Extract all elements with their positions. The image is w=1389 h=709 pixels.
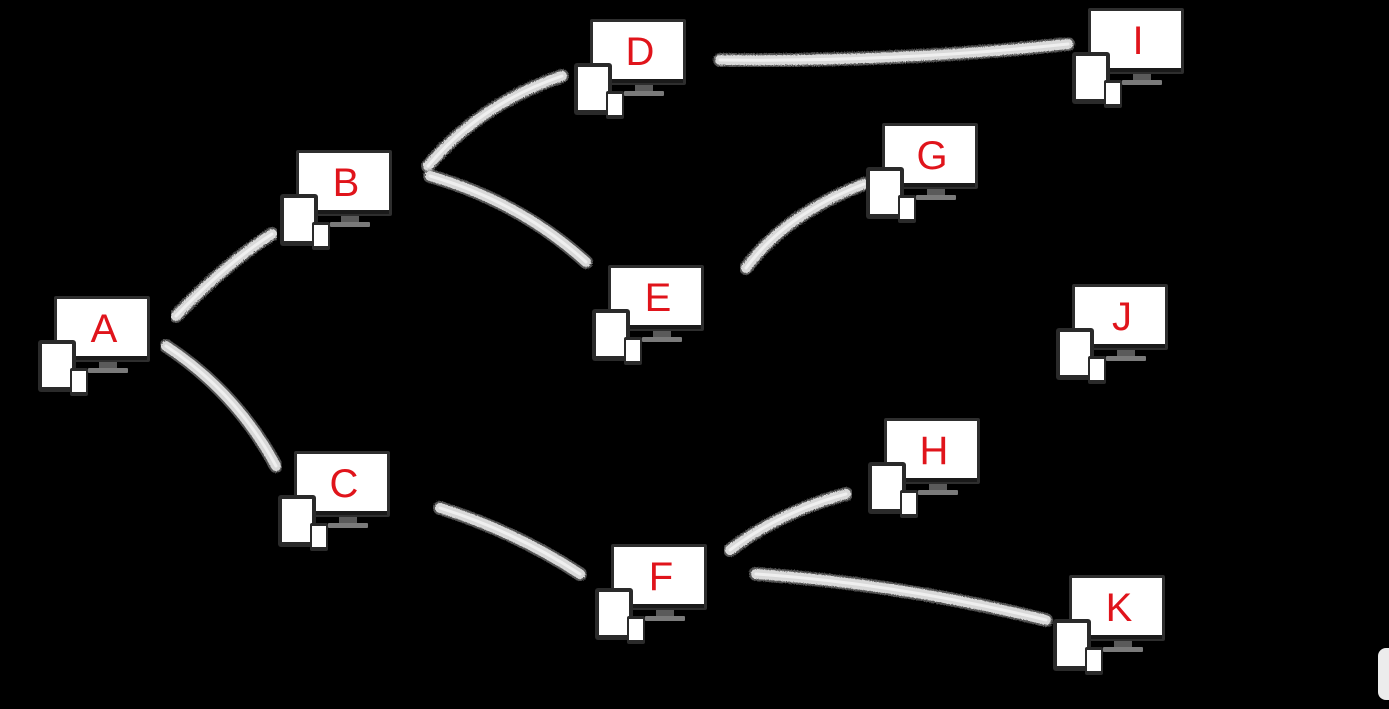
node-label: D (626, 30, 655, 74)
node-a: A (38, 296, 150, 396)
node-c: C (278, 451, 390, 551)
node-i: I (1072, 8, 1184, 108)
nodes-layer: A B C D E F G H I J K (38, 8, 1184, 675)
node-label: C (330, 462, 359, 506)
edge-c-f (433, 501, 587, 581)
computer-devices-icon (1072, 8, 1184, 108)
node-d: D (574, 19, 686, 119)
node-label: E (645, 276, 672, 320)
node-label: B (333, 161, 360, 205)
node-k: K (1053, 575, 1165, 675)
node-label: A (91, 307, 118, 351)
node-b: B (280, 150, 392, 250)
edge-d-i (713, 37, 1075, 68)
edge-a-b (169, 227, 279, 323)
node-label: J (1112, 295, 1132, 339)
node-f: F (595, 544, 707, 644)
node-label: F (649, 555, 673, 599)
edge-b-d (421, 69, 569, 173)
edge-f-h (723, 487, 853, 557)
node-h: H (868, 418, 980, 518)
edge-e-g (739, 177, 871, 275)
scroll-handle[interactable] (1378, 648, 1389, 700)
node-label: H (920, 429, 949, 473)
node-label: K (1106, 586, 1133, 630)
node-g: G (866, 123, 978, 223)
edge-f-k (749, 567, 1053, 627)
edge-b-e (423, 169, 593, 269)
node-e: E (592, 265, 704, 365)
node-j: J (1056, 284, 1168, 384)
edges-layer (159, 37, 1075, 627)
edge-a-c (159, 339, 283, 473)
node-label: I (1132, 19, 1143, 63)
node-label: G (916, 134, 947, 178)
